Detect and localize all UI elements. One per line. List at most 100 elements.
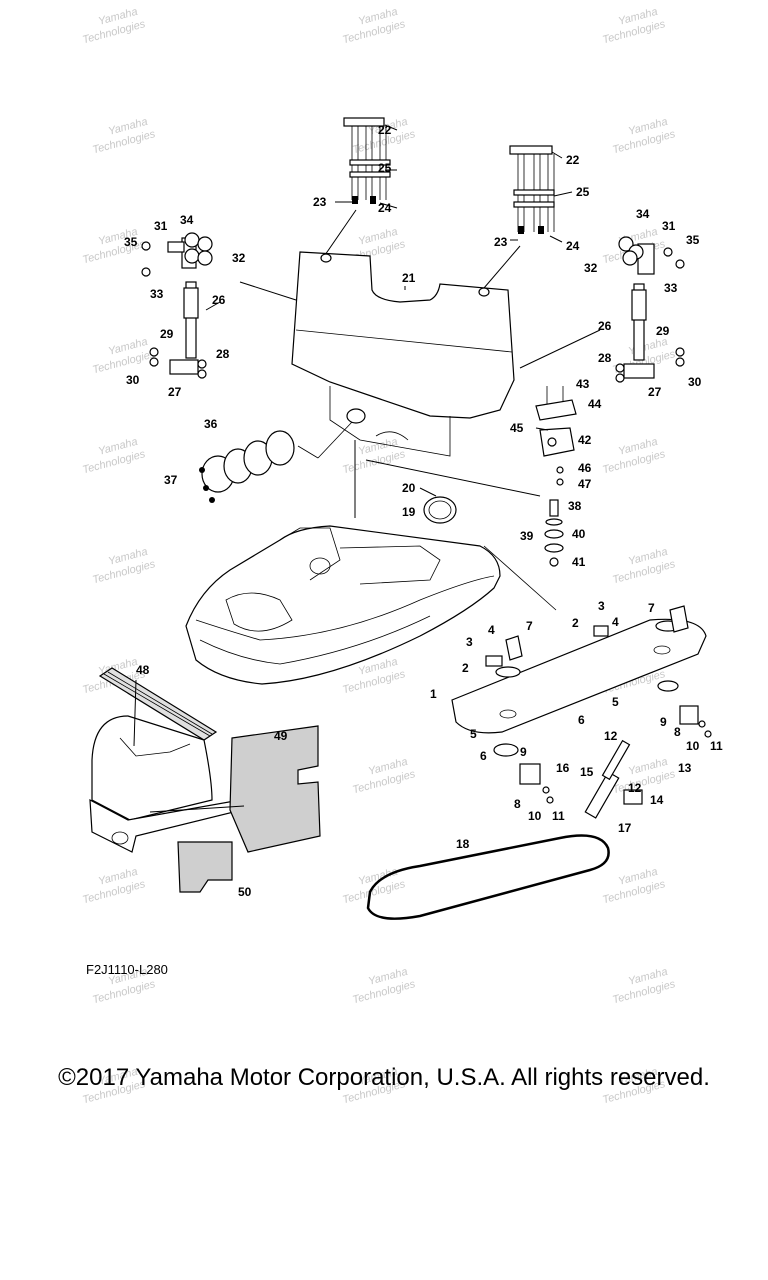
callout-29a: 29 — [160, 327, 174, 341]
callout-20: 20 — [402, 481, 416, 495]
callout-33a: 33 — [150, 287, 164, 301]
callout-35a: 35 — [124, 235, 138, 249]
callout-32b: 32 — [584, 261, 598, 275]
callout-19: 19 — [402, 505, 416, 519]
callout-39: 39 — [520, 529, 534, 543]
callout-45: 45 — [510, 421, 524, 435]
callout-11b: 11 — [552, 809, 565, 823]
callout-3b: 3 — [598, 599, 605, 613]
callout-23a: 23 — [313, 195, 327, 209]
callout-8b: 8 — [514, 797, 521, 811]
diagram-code: F2J1110-L280 — [86, 962, 168, 977]
callout-10a: 10 — [686, 739, 700, 753]
callout-13: 13 — [678, 761, 692, 775]
callout-31b: 31 — [662, 219, 676, 233]
callout-50: 50 — [238, 885, 252, 899]
callout-40: 40 — [572, 527, 586, 541]
callout-34a: 34 — [180, 213, 194, 227]
copyright-notice: ©2017 Yamaha Motor Corporation, U.S.A. A… — [58, 1064, 710, 1091]
callout-11a: 11 — [710, 739, 723, 753]
callout-7a: 7 — [526, 619, 533, 633]
callout-9b: 9 — [520, 745, 527, 759]
bolt-washer-stack — [544, 499, 564, 567]
callout-42: 42 — [578, 433, 592, 447]
callout-17: 17 — [618, 821, 632, 835]
hatch-hinge-bracket — [365, 386, 577, 497]
callout-3a: 3 — [466, 635, 473, 649]
callout-4b: 4 — [612, 615, 619, 629]
callout-32a: 32 — [232, 251, 246, 265]
callout-8a: 8 — [674, 725, 681, 739]
callout-28a: 28 — [216, 347, 230, 361]
callout-24b: 24 — [566, 239, 580, 253]
callout-5b: 5 — [470, 727, 477, 741]
callout-4a: 4 — [488, 623, 495, 637]
callout-9a: 9 — [660, 715, 667, 729]
callout-16: 16 — [556, 761, 570, 775]
callout-31a: 31 — [154, 219, 168, 233]
callout-24a: 24 — [378, 201, 392, 215]
callout-15: 15 — [580, 765, 594, 779]
callout-47: 47 — [578, 477, 592, 491]
callout-6b: 6 — [480, 749, 487, 763]
callout-23b: 23 — [494, 235, 508, 249]
callout-27b: 27 — [648, 385, 662, 399]
callout-44: 44 — [588, 397, 602, 411]
callout-18: 18 — [456, 837, 470, 851]
callout-28b: 28 — [598, 351, 612, 365]
lower-strut-assembly — [519, 705, 712, 819]
callout-6a: 6 — [578, 713, 585, 727]
callout-10b: 10 — [528, 809, 542, 823]
access-cap — [419, 487, 457, 524]
callout-25a: 25 — [378, 161, 392, 175]
callout-38: 38 — [568, 499, 582, 513]
callout-36: 36 — [204, 417, 218, 431]
callout-34b: 34 — [636, 207, 650, 221]
callout-12a: 12 — [604, 729, 618, 743]
callout-1: 1 — [430, 687, 437, 701]
callout-26a: 26 — [212, 293, 226, 307]
callout-37: 37 — [164, 473, 178, 487]
callout-35b: 35 — [686, 233, 700, 247]
engine-hatch-cover — [291, 251, 515, 518]
callout-46: 46 — [578, 461, 592, 475]
callout-49: 49 — [274, 729, 288, 743]
callout-41: 41 — [572, 555, 586, 569]
callout-5a: 5 — [612, 695, 619, 709]
callout-43: 43 — [576, 377, 590, 391]
callout-2a: 2 — [462, 661, 469, 675]
callout-48: 48 — [136, 663, 150, 677]
callout-22a: 22 — [378, 123, 392, 137]
gas-strut-right — [519, 236, 685, 383]
boat-hull — [185, 525, 557, 685]
callout-30a: 30 — [126, 373, 140, 387]
callout-33b: 33 — [664, 281, 678, 295]
callout-14: 14 — [650, 793, 664, 807]
gas-strut-left — [141, 232, 297, 379]
callout-22b: 22 — [566, 153, 580, 167]
storage-liner-and-mats — [89, 667, 321, 893]
callout-12b: 12 — [628, 781, 642, 795]
hinge-bolt-set-left — [324, 117, 398, 256]
callout-26b: 26 — [598, 319, 612, 333]
seat-base-board — [451, 605, 707, 757]
hinge-bolt-set-right — [483, 145, 573, 289]
callout-2b: 2 — [572, 616, 579, 630]
